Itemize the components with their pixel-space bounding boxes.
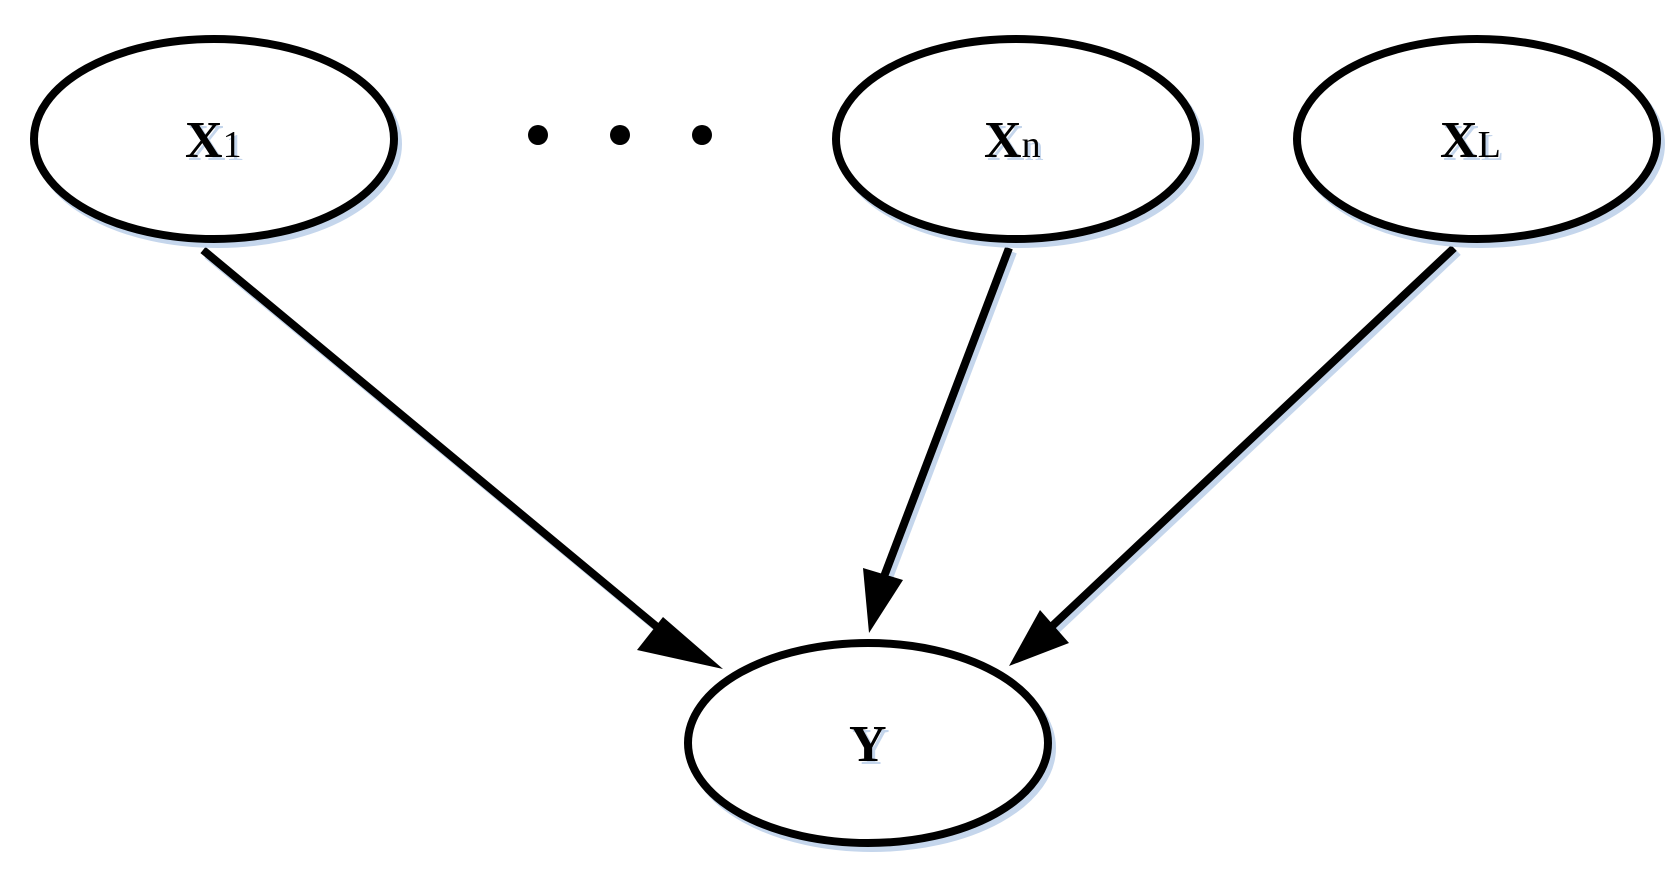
node-xn-label: Xn [984, 112, 1041, 169]
node-xn: Xn Xn [832, 35, 1204, 248]
node-xl: XL XL [1293, 35, 1665, 248]
node-x1: X1 X1 [30, 35, 402, 248]
arrowhead [637, 617, 723, 669]
arrowhead [863, 568, 903, 633]
svg-text:Y: Y [852, 719, 890, 776]
node-xl-label: XL [1440, 112, 1501, 169]
svg-text:XL: XL [1443, 115, 1504, 172]
svg-text:X1: X1 [188, 115, 245, 172]
edge-xn-to-y [863, 246, 1017, 633]
edge-x1-to-y [200, 246, 723, 669]
node-x1-label: X1 [185, 112, 242, 169]
svg-text:Xn: Xn [987, 115, 1044, 172]
arrowhead [1009, 610, 1069, 666]
node-y: Y Y [684, 639, 1056, 852]
ellipsis-dots [528, 125, 712, 145]
edge-xl-to-y [1009, 245, 1461, 666]
node-y-label: Y [849, 716, 887, 773]
